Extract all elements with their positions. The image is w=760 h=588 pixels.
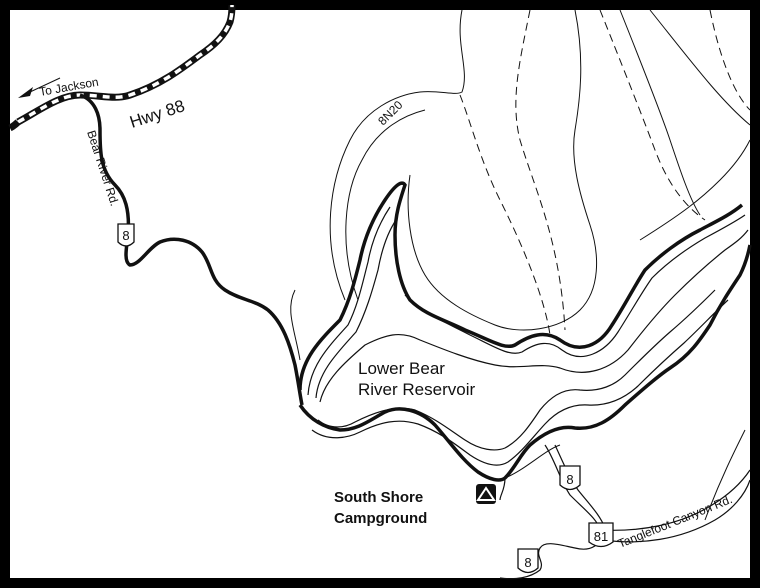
shield-outline <box>559 465 581 491</box>
shield-number: 8 <box>122 228 129 243</box>
tanglefoot-spur <box>499 444 602 580</box>
trail-8n20 <box>459 94 551 336</box>
tanglefoot-spur-edge <box>554 444 606 529</box>
road-shield: 8 <box>517 548 539 574</box>
hwy-88 <box>8 4 236 132</box>
contour-line <box>329 9 465 301</box>
contour-line <box>704 429 746 521</box>
tanglefoot-canyon-rd <box>602 479 751 543</box>
shore-ring <box>404 214 746 358</box>
shore-ring <box>311 299 729 466</box>
hwy-88-casing <box>8 119 21 132</box>
reservoir-shoreline <box>298 181 752 482</box>
shield-number: 8 <box>566 472 573 487</box>
contour-line <box>290 289 301 361</box>
tanglefoot-canyon-rd-edge <box>599 469 751 531</box>
shield-outline <box>517 548 539 574</box>
hwy-88-dash <box>17 4 234 124</box>
contour-line <box>407 9 598 331</box>
contour-line <box>639 139 751 241</box>
campground-label-line1: South Shore <box>334 489 423 506</box>
trail <box>599 9 706 221</box>
shore-ring <box>317 289 716 451</box>
contour-line <box>345 109 426 301</box>
trails <box>459 9 751 336</box>
tent-icon <box>476 484 496 504</box>
contour-line <box>619 9 701 216</box>
shield-number: 8 <box>524 555 531 570</box>
road-shield: 81 <box>588 522 614 548</box>
shield-outline <box>588 522 614 548</box>
road-shield: 8 <box>559 465 581 491</box>
trail <box>709 9 751 111</box>
shield-number: 81 <box>594 529 608 544</box>
reservoir-label-line2: River Reservoir <box>358 380 475 399</box>
south-shore <box>298 244 752 482</box>
contour-lines <box>290 9 751 521</box>
arrow-head <box>18 87 33 98</box>
trail <box>515 9 566 331</box>
tent-icon-glyph <box>476 486 496 501</box>
campground-label-line2: Campground <box>334 510 427 527</box>
reservoir-label-line1: Lower Bear <box>358 359 445 378</box>
shore-ring <box>319 229 749 403</box>
bear-river-rd <box>79 93 304 406</box>
shore-ring <box>307 206 391 396</box>
road-shield: 8 <box>117 223 135 247</box>
shore-ring <box>315 219 397 399</box>
arrow-left-icon <box>18 77 61 98</box>
contour-line <box>649 9 751 126</box>
shield-outline <box>117 223 135 247</box>
arrow-shaft <box>29 77 61 93</box>
